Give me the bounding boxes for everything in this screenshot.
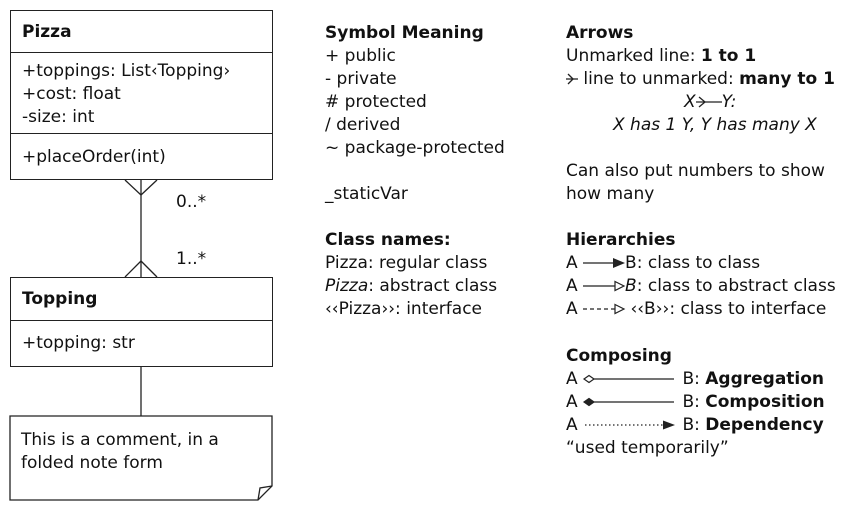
composing-b: B: <box>682 392 706 412</box>
arrows-example-text: X has 1 Y, Y has many X <box>613 115 817 135</box>
filled-diamond-line-icon <box>583 397 675 407</box>
topping-class-name: Topping <box>22 289 98 309</box>
arrows-title: Arrows <box>566 23 634 43</box>
arrows-numbers-note: Can also put numbers to show <box>566 161 825 181</box>
pizza-class-box: Pizza +toppings: List‹Topping› +cost: fl… <box>10 10 273 180</box>
hierarchy-row-interface: A ‹‹B››: class to interface <box>566 298 826 321</box>
regular-class-desc: : regular class <box>367 253 488 273</box>
regular-class-name: Pizza <box>325 253 368 273</box>
composing-label: Aggregation <box>705 369 825 389</box>
pizza-method: +placeOrder(int) <box>22 147 166 167</box>
arrows-example-line: X Y: <box>684 91 736 114</box>
composing-row-aggregation: A B: Aggregation <box>566 368 824 391</box>
hierarchy-row-abstract: A B: class to abstract class <box>566 275 836 298</box>
hierarchy-a: A <box>566 276 578 296</box>
composing-row-composition: A B: Composition <box>566 391 825 414</box>
crows-foot-icon <box>566 73 578 85</box>
hierarchy-b: B <box>625 253 637 273</box>
composing-a: A <box>566 392 578 412</box>
example-y: Y: <box>721 92 737 112</box>
hollow-arrow-icon <box>583 280 626 292</box>
symbol-item: ~ package-protected <box>325 138 505 158</box>
composing-title: Composing <box>566 346 672 366</box>
symbol-item: / derived <box>325 115 401 135</box>
arrows-numbers-note: how many <box>566 184 655 204</box>
example-x: X <box>684 92 696 112</box>
unmarked-prefix: Unmarked line: <box>566 46 701 66</box>
abstract-class-name: Pizza <box>325 276 369 296</box>
hierarchy-a: A <box>566 253 578 273</box>
composing-a: A <box>566 415 578 435</box>
class-names-abstract: Pizza: abstract class <box>325 275 497 298</box>
pizza-attribute: +cost: float <box>22 84 121 104</box>
symbol-item: - private <box>325 69 397 89</box>
topping-class-box: Topping +topping: str <box>10 277 273 367</box>
pizza-attributes-section: +toppings: List‹Topping› +cost: float -s… <box>11 52 272 134</box>
topping-class-header: Topping <box>11 278 272 321</box>
class-names-regular: Pizza: regular class <box>325 252 487 275</box>
class-names-title: Class names: <box>325 230 451 250</box>
comment-note-text-line: This is a comment, in a <box>21 430 219 450</box>
abstract-class-desc: : abstract class <box>368 276 498 296</box>
symbol-meaning-title: Symbol Meaning <box>325 23 484 43</box>
unmarked-value: 1 to 1 <box>700 46 757 66</box>
solid-arrow-icon <box>583 258 626 268</box>
hierarchy-desc: : class to class <box>636 253 761 273</box>
many-value: many to 1 <box>739 69 835 89</box>
dependency-note: “used temporarily” <box>566 438 729 458</box>
hierarchies-title: Hierarchies <box>566 230 676 250</box>
dotted-arrow-icon <box>585 420 676 430</box>
crows-foot-connector-icon <box>695 96 722 108</box>
pizza-methods-section: +placeOrder(int) <box>11 133 272 180</box>
composing-row-dependency: A B: Dependency <box>566 414 824 437</box>
composing-a: A <box>566 369 578 389</box>
comment-note-text-line: folded note form <box>21 453 163 473</box>
class-names-interface: ‹‹Pizza››: interface <box>325 299 483 319</box>
composing-b: B: <box>682 415 706 435</box>
hollow-diamond-line-icon <box>583 374 675 384</box>
pizza-class-header: Pizza <box>11 11 272 53</box>
topping-attribute: +topping: str <box>22 333 135 353</box>
hierarchy-row-class: A B: class to class <box>566 252 760 275</box>
pizza-attribute: +toppings: List‹Topping› <box>22 61 231 81</box>
many-prefix: line to unmarked: <box>578 69 740 89</box>
hierarchy-a: A <box>566 299 578 319</box>
symbol-item: + public <box>325 46 396 66</box>
symbol-item: # protected <box>325 92 427 112</box>
hierarchy-desc: : class to interface <box>669 299 827 319</box>
topping-attributes-section: +topping: str <box>11 320 272 367</box>
multiplicity-top-label: 0..* <box>176 192 207 212</box>
composing-b: B: <box>682 369 706 389</box>
arrows-many-line: line to unmarked: many to 1 <box>566 68 835 91</box>
static-var-label: _staticVar <box>325 184 408 204</box>
arrows-unmarked-line: Unmarked line: 1 to 1 <box>566 45 756 68</box>
hierarchy-b: B <box>625 276 637 296</box>
hierarchy-b: ‹‹B›› <box>630 299 670 319</box>
dashed-hollow-arrow-icon <box>583 303 626 315</box>
composing-label: Dependency <box>705 415 824 435</box>
pizza-class-name: Pizza <box>22 22 72 42</box>
hierarchy-desc: : class to abstract class <box>636 276 836 296</box>
multiplicity-bottom-label: 1..* <box>176 249 207 269</box>
pizza-attribute: -size: int <box>22 107 95 127</box>
composing-label: Composition <box>705 392 825 412</box>
